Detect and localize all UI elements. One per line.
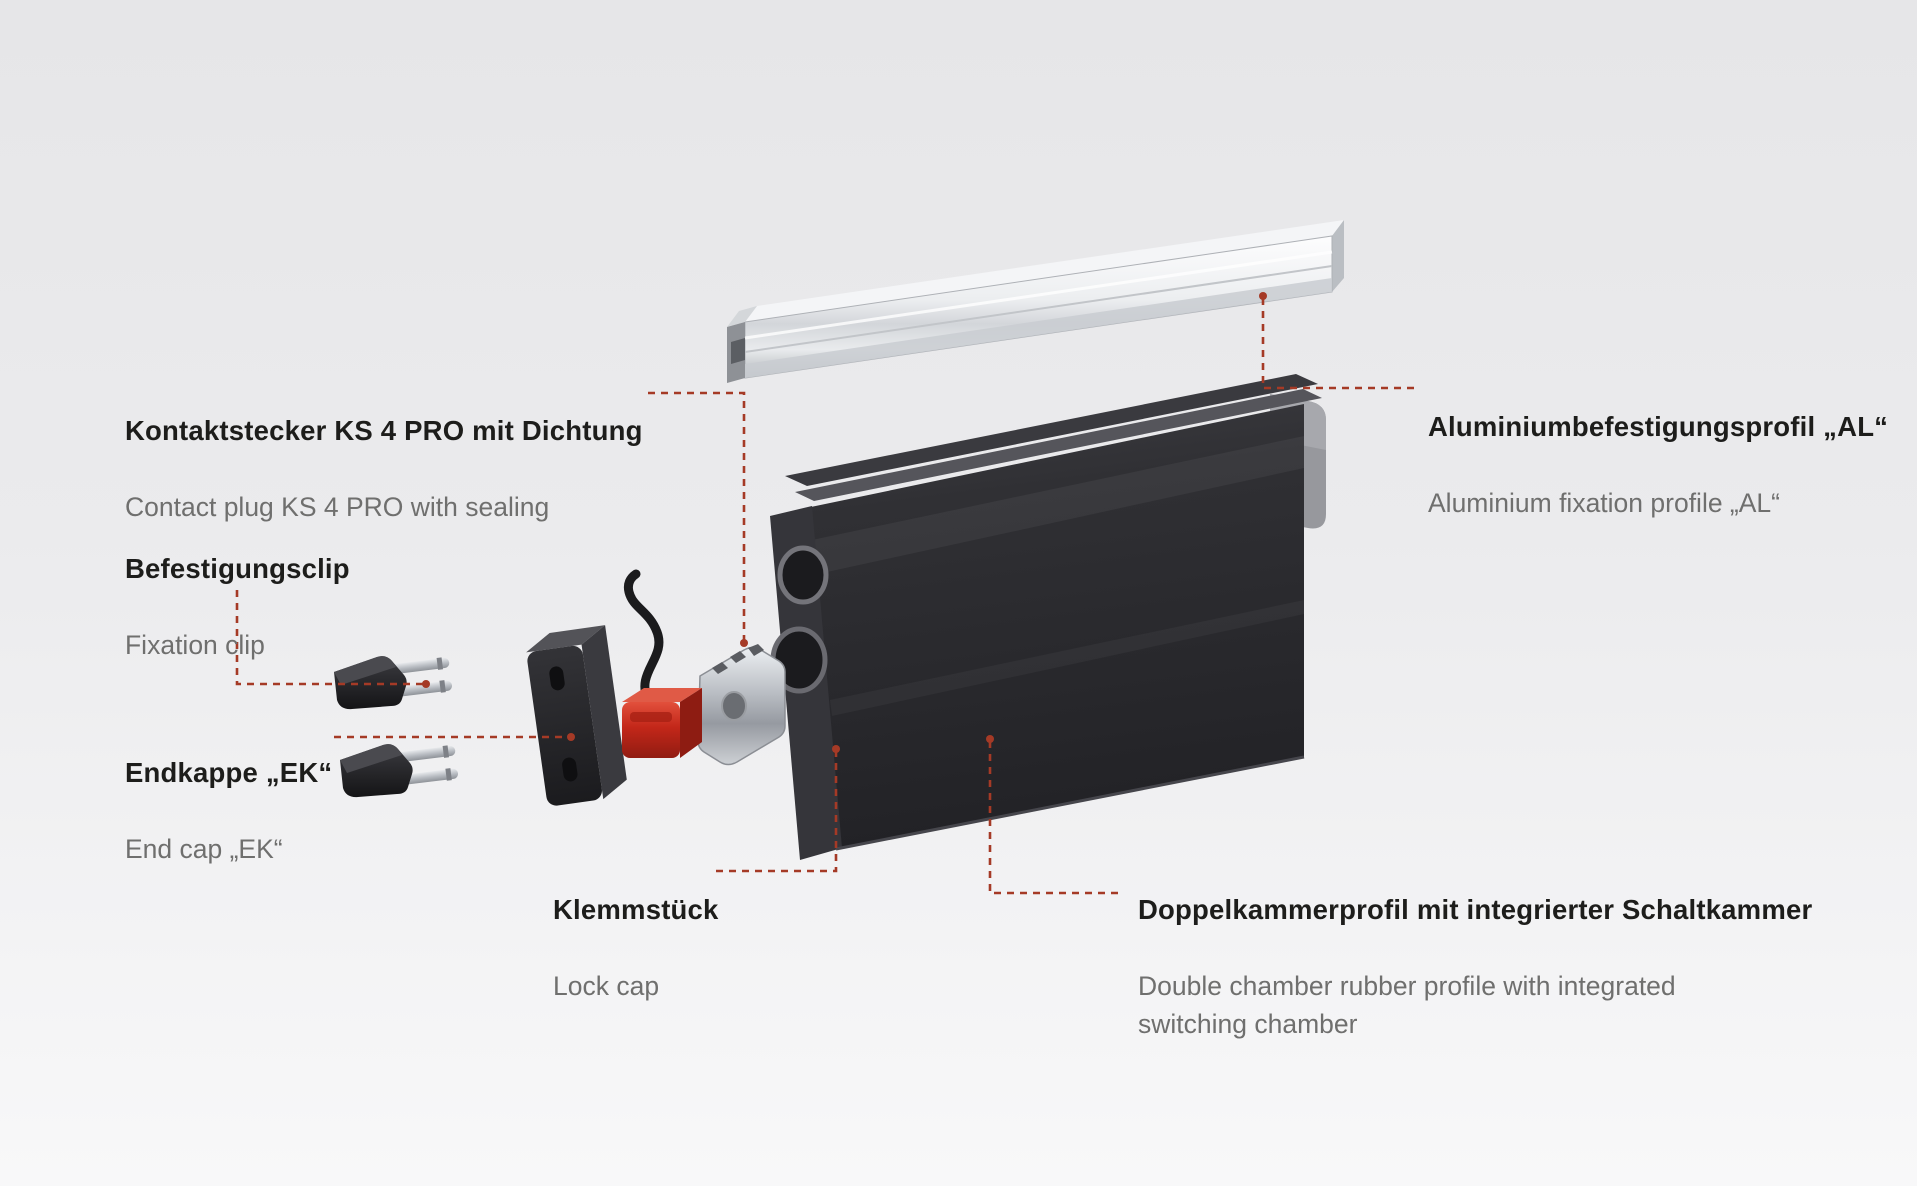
leader-dot-lock-cap [832,745,840,753]
label-fixation-clip: Befestigungsclip Fixation clip [125,512,350,702]
rubber-profile-graphic [770,374,1326,860]
label-lock-cap: Klemmstück Lock cap [553,853,719,1043]
fixation-clip-1-graphic [334,656,453,710]
label-end-cap: Endkappe „EK“ End cap „EK“ [125,716,332,906]
leader-dot-rubber-profile [986,735,994,743]
label-end-cap-de: Endkappe „EK“ [125,757,333,788]
leader-line-lock-cap [716,752,838,873]
leader-dot-aluminium-profile [1259,292,1267,300]
label-rubber-profile: Doppelkammerprofil mit integrierter Scha… [1138,853,1812,1081]
label-end-cap-en: End cap „EK“ [125,834,283,864]
lock-cap-graphic [697,644,786,766]
leader-lines [235,292,1418,895]
end-cap-graphic [526,625,627,806]
label-contact-plug-de: Kontaktstecker KS 4 PRO mit Dichtung [125,415,643,446]
label-aluminium-profile-de: Aluminiumbefestigungsprofil „AL“ [1428,411,1889,442]
label-contact-plug: Kontaktstecker KS 4 PRO mit Dichtung Con… [125,374,643,564]
label-fixation-clip-en: Fixation clip [125,630,265,660]
cable-graphic [623,569,664,705]
label-fixation-clip-de: Befestigungsclip [125,553,350,584]
leader-dot-contact-plug [740,639,748,647]
leader-line-rubber-profile [988,741,1120,895]
label-aluminium-profile: Aluminiumbefestigungsprofil „AL“ Alumini… [1428,370,1888,560]
leader-dot-end-cap [567,733,575,741]
leader-dot-fixation-clip [422,680,430,688]
label-contact-plug-en: Contact plug KS 4 PRO with sealing [125,492,550,522]
label-lock-cap-de: Klemmstück [553,894,719,925]
leader-line-contact-plug [648,391,746,640]
label-rubber-profile-en: Double chamber rubber profile with integ… [1138,971,1676,1039]
leader-line-aluminium-profile [1261,298,1418,390]
contact-plug-graphic [622,569,702,758]
label-aluminium-profile-en: Aluminium fixation profile „AL“ [1428,488,1780,518]
aluminium-profile-graphic [727,220,1344,383]
fixation-clip-2-graphic [340,744,459,798]
label-rubber-profile-de: Doppelkammerprofil mit integrierter Scha… [1138,894,1813,925]
label-lock-cap-en: Lock cap [553,971,660,1001]
leader-line-fixation-clip [235,590,424,686]
